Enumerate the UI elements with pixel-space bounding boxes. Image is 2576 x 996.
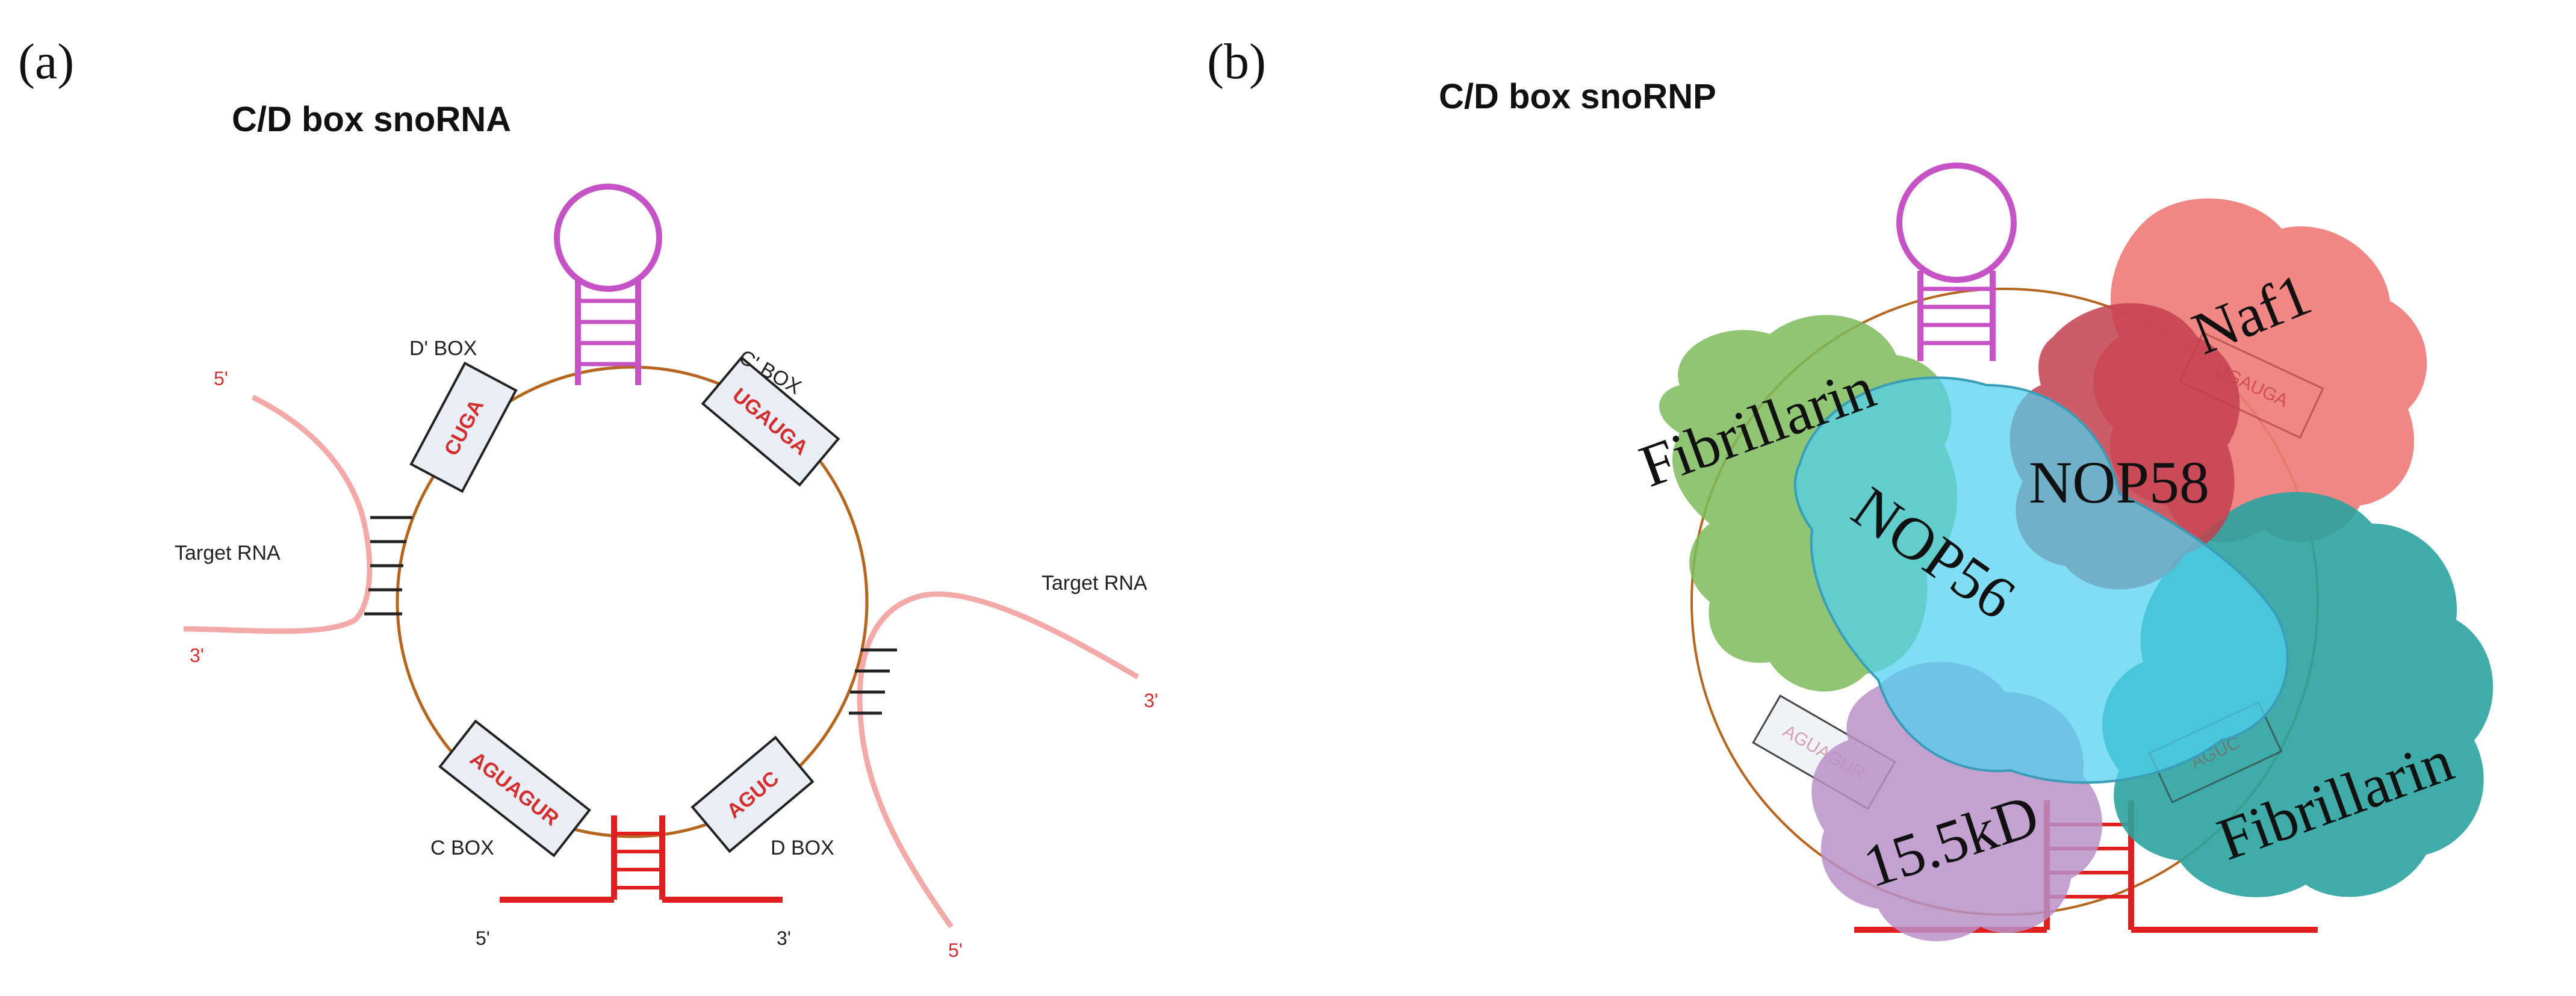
d-prime-label: D' BOX <box>409 337 477 360</box>
target-left-five: 5' <box>214 368 228 389</box>
panel-a: (a) C/D box snoRNA CUGA D' BOX UGAUGA C'… <box>18 34 1158 961</box>
panel-b-title: C/D box snoRNP <box>1439 77 1716 116</box>
target-left-label: Target RNA <box>175 542 281 565</box>
hairpin-a <box>554 184 662 385</box>
c-prime-box: UGAUGA <box>701 356 840 487</box>
target-right-three: 3' <box>1144 690 1158 711</box>
panel-b-label: (b) <box>1207 34 1266 90</box>
panel-b: (b) C/D box snoRNP AGUAGUR <box>1207 34 2494 941</box>
nop56-blob <box>1793 376 2289 784</box>
panel-a-label: (a) <box>18 34 74 90</box>
d-box-label: D BOX <box>771 837 834 859</box>
hairpin-b <box>1896 162 2017 361</box>
snorna-ring <box>396 365 869 838</box>
c-box: AGUAGUR <box>438 719 591 858</box>
c-box-label: C BOX <box>430 837 494 859</box>
d-prime-box: CUGA <box>409 361 518 493</box>
target-right-label: Target RNA <box>1041 572 1147 595</box>
target-rna-left <box>183 394 412 634</box>
target-right-five: 5' <box>948 939 963 961</box>
stem-three-label: 3' <box>777 927 791 949</box>
target-rna-right <box>849 591 1140 929</box>
target-left-three: 3' <box>190 645 204 666</box>
d-box: AGUC <box>691 735 815 853</box>
stem-five-label: 5' <box>476 927 490 949</box>
stem-a <box>500 815 783 903</box>
nop58-label: NOP58 <box>2029 449 2209 516</box>
panel-a-title: C/D box snoRNA <box>232 100 511 139</box>
